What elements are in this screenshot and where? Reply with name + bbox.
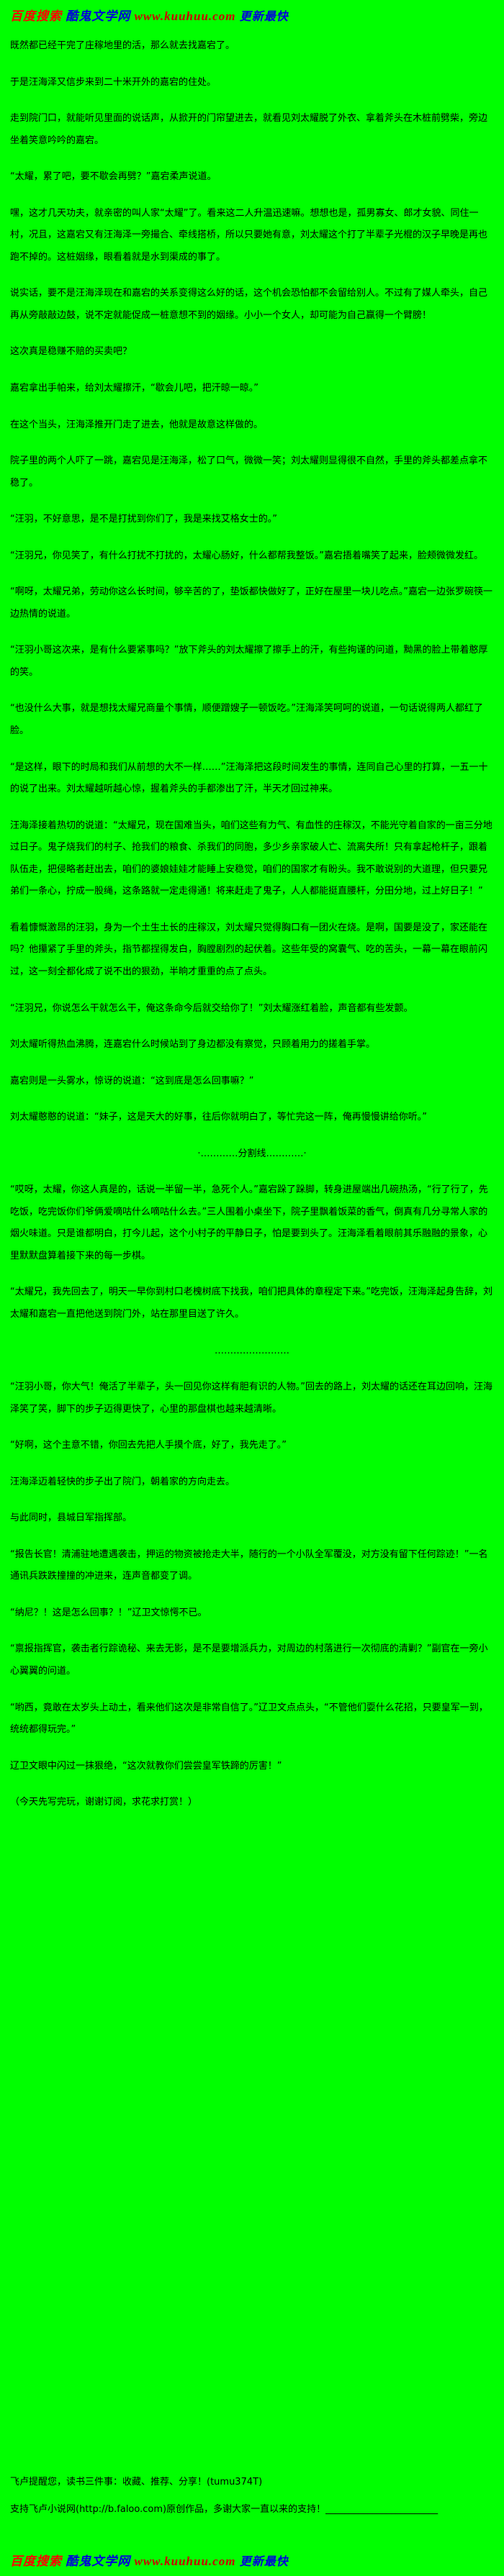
novel-text-body: 既然都已经干完了庄稼地里的活，那么就去找嘉宕了。于是汪海泽又信步来到二十米开外的… [10, 28, 494, 2448]
header-ad-banner: 百度搜索 酷鬼文学网 www.kuuhuu.com 更新最快 [10, 4, 494, 28]
novel-paragraph: 这次真是稳赚不赔的买卖吧？ [10, 346, 132, 358]
novel-paragraph: “哎呀，太耀，你这人真是的，话说一半留一半，急死个人。”嘉宕跺了跺脚，转身进屋端… [10, 1184, 488, 1261]
novel-paragraph: “啊呀，太耀兄弟，劳动你这么长时间，够辛苦的了，垫饭都快做好了，正好在屋里一块儿… [10, 586, 492, 620]
novel-paragraph: “哟西，竟敢在太岁头上动土，看来他们这次是非常自信了。”辽卫文点点头，“不管他们… [10, 1702, 488, 1736]
novel-paragraph: “也没什么大事，就是想找太耀兄商量个事情，顺便蹭嫂子一顿饭吃。”汪海泽笑呵呵的说… [10, 703, 483, 737]
novel-paragraph: 辽卫文眼中闪过一抹狠绝，“这次就教你们尝尝皇军铁蹄的厉害！” [10, 1760, 282, 1772]
banner-site-url-link[interactable]: www.kuuhuu.com [134, 2554, 236, 2568]
novel-paragraph: “禀报指挥官，袭击者行踪诡秘、来去无影，是不是要增派兵力，对周边的村落进行一次彻… [10, 1643, 488, 1677]
novel-paragraph: 在这个当头，汪海泽推开门走了进去，他就是故意这样做的。 [10, 419, 264, 430]
novel-paragraph: 刘太耀憨憨的说道：“妹子，这是天大的好事，往后你就明白了，等忙完这一阵，俺再慢慢… [10, 1112, 427, 1123]
novel-paragraph: “汪羽小哥，你大气！俺活了半辈子，头一回见你这样有胆有识的人物。”回去的路上，刘… [10, 1382, 492, 1415]
novel-paragraph: 嘿，这才几天功夫，就亲密的叫人家“太耀”了。看来这二人升温迅速嘛。想想也是，孤男… [10, 207, 488, 263]
footer-notes: 飞卢提醒您，读书三件事：收藏、推荐、分享！(tumu374T) 支持飞卢小说网(… [10, 2472, 494, 2528]
faloo-support-note[interactable]: 支持飞卢小说网(http://b.faloo.com)原创作品，多谢大家一直以来… [10, 2504, 438, 2516]
novel-paragraph: 于是汪海泽又信步来到二十米开外的嘉宕的住处。 [10, 76, 217, 88]
novel-paragraph: “是这样，眼下的时局和我们从前想的大不一样……”汪海泽把这段时间发生的事情，连同… [10, 761, 488, 795]
novel-paragraph: 院子里的两个人吓了一跳，嘉宕见是汪海泽，松了口气，微微一笑；刘太耀则显得很不自然… [10, 455, 488, 489]
novel-paragraph: 说实话，要不是汪海泽现在和嘉宕的关系变得这么好的话，这个机会恐怕都不会留给别人。… [10, 288, 488, 321]
novel-paragraph: 汪海泽迈着轻快的步子出了院门，朝着家的方向走去。 [10, 1476, 235, 1487]
novel-paragraph: “好啊，这个主意不错，你回去先把人手摸个底，好了，我先走了。” [10, 1440, 287, 1451]
banner-prompt-text: 百度搜索 [10, 2554, 62, 2568]
novel-paragraph: …………………… [215, 1345, 289, 1356]
novel-paragraph: “太耀，累了吧，要不歇会再劈？”嘉宕柔声说道。 [10, 171, 217, 183]
novel-paragraph: “汪羽兄，你说怎么干就怎么干，俺这条命今后就交给你了！”刘太耀涨红着脸，声音都有… [10, 1002, 413, 1014]
novel-paragraph: “汪羽，不好意思，是不是打扰到你们了，我是来找艾格女士的。” [10, 514, 277, 525]
novel-paragraph: （今天先写完玩，谢谢订阅，求花求打赏！） [10, 1797, 198, 1808]
banner-tagline: 更新最快 [239, 11, 289, 23]
reading-reminder-note: 飞卢提醒您，读书三件事：收藏、推荐、分享！(tumu374T) [10, 2476, 263, 2487]
novel-paragraph: 嘉宕拿出手帕来，给刘太耀擦汗，“歇会儿吧，把汗晾一晾。” [10, 383, 258, 394]
banner-site-name: 酷鬼文学网 [66, 2554, 131, 2568]
banner-site-name: 酷鬼文学网 [66, 9, 131, 23]
novel-paragraph: 走到院门口，就能听见里面的说话声，从掀开的门帘望进去，就看见刘太耀脱了外衣、拿着… [10, 113, 488, 146]
novel-paragraph: “太耀兄，我先回去了，明天一早你到村口老槐树底下找我，咱们把具体的章程定下来。”… [10, 1287, 492, 1320]
novel-paragraph: 与此同时，县城日军指挥部。 [10, 1513, 132, 1524]
novel-paragraph: 刘太耀听得热血沸腾，连嘉宕什么时候站到了身边都没有察觉，只顾着用力的搓着手掌。 [10, 1039, 376, 1051]
banner-site-url-link[interactable]: www.kuuhuu.com [134, 9, 236, 23]
novel-paragraph: 嘉宕则是一头雾水，惊讶的说道：“这到底是怎么回事嘛？” [10, 1075, 254, 1087]
novel-paragraph: 汪海泽接着热切的说道：“太耀兄，现在国难当头，咱们这些有力气、有血性的庄稼汉，不… [10, 820, 492, 897]
banner-tagline: 更新最快 [239, 2556, 289, 2568]
novel-paragraph: “纳尼？！这是怎么回事？！”辽卫文惊愕不已。 [10, 1607, 207, 1618]
bottom-spacer [10, 2528, 494, 2546]
novel-paragraph: “汪羽小哥这次来，是有什么要紧事吗？”放下斧头的刘太耀擦了擦手上的汗，有些拘谨的… [10, 645, 488, 678]
novel-paragraph: 既然都已经干完了庄稼地里的活，那么就去找嘉宕了。 [10, 40, 235, 51]
banner-prompt-text: 百度搜索 [10, 9, 62, 23]
novel-paragraph: 看着慷慨激昂的汪羽，身为一个土生土长的庄稼汉，刘太耀只觉得胸口有一团火在烧。是啊… [10, 922, 488, 977]
novel-paragraph: “汪羽兄，你见笑了，有什么打扰不打扰的，太耀心肠好，什么都帮我整饭。”嘉宕捂着嘴… [10, 550, 483, 561]
novel-paragraph: ·…………分割线…………· [197, 1148, 307, 1159]
novel-paragraph: “报告长官！清浦驻地遭遇袭击，押运的物资被抢走大半，随行的一个小队全军覆没，对方… [10, 1548, 488, 1582]
footer-ad-banner: 百度搜索 酷鬼文学网 www.kuuhuu.com 更新最快 [10, 2546, 494, 2570]
